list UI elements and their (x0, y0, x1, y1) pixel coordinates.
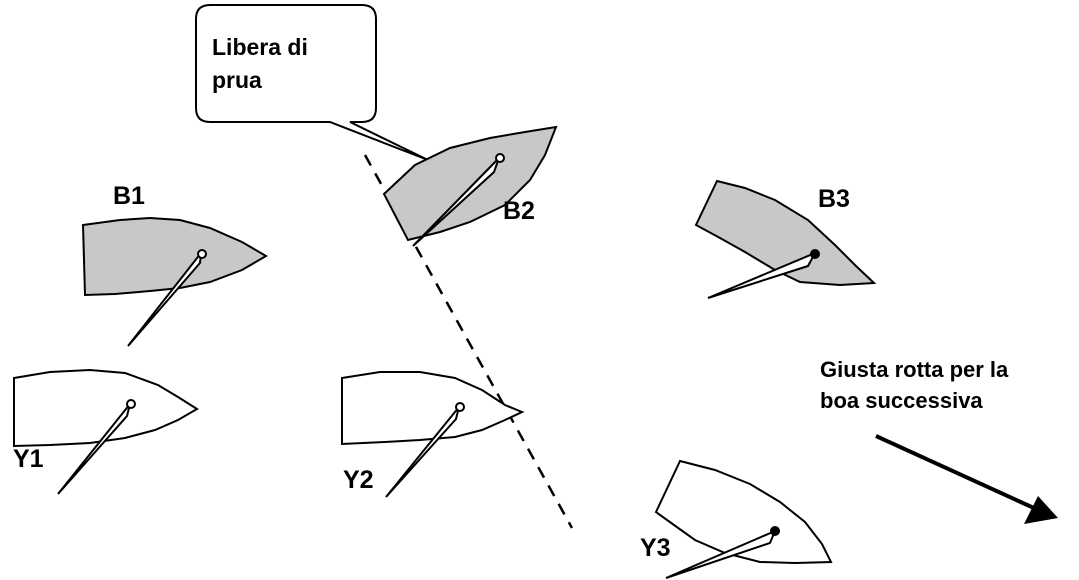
boat-b2-label: B2 (503, 197, 535, 225)
boat-y2-label: Y2 (343, 466, 374, 494)
course-arrow-head-icon (1024, 496, 1058, 524)
boat-b1: B1 (81, 182, 268, 347)
boat-b1-mast (197, 249, 207, 259)
boat-y1-hull (13, 368, 199, 448)
course-label-line-2: boa successiva (820, 388, 983, 413)
boat-y3-sail (665, 529, 777, 579)
boat-b3-mast (810, 249, 820, 259)
boat-y3-mast (770, 526, 780, 536)
boat-b1-hull (81, 216, 268, 297)
boat-b3-sail (707, 250, 818, 299)
boat-b1-label: B1 (113, 182, 145, 210)
callout-bubble: Libera di prua (195, 4, 429, 161)
boat-b3-hull (694, 179, 877, 287)
callout-text-line-1: Libera di (212, 34, 308, 60)
boat-y2-mast (455, 402, 465, 412)
boat-b3: B3 (694, 179, 877, 299)
course-arrow-shaft (875, 434, 1037, 511)
boat-y2-hull (341, 371, 525, 446)
boat-y3-label: Y3 (640, 534, 671, 562)
boat-y2-sail (385, 406, 460, 498)
boat-b2-sail (412, 157, 500, 247)
course-label-line-1: Giusta rotta per la (820, 357, 1009, 382)
callout-text-line-2: prua (212, 67, 262, 93)
boat-y3: Y3 (640, 459, 833, 579)
callout-shape (195, 4, 429, 161)
boat-y3-hull (654, 459, 833, 565)
boat-b2-hull (382, 125, 558, 242)
boat-y1-sail (57, 403, 131, 495)
boat-b3-label: B3 (818, 185, 850, 213)
boat-y1: Y1 (13, 368, 199, 495)
boat-b2: B2 (382, 125, 558, 247)
boat-y1-label: Y1 (13, 445, 44, 473)
boat-b2-mast (495, 153, 505, 163)
boat-y1-mast (126, 399, 136, 409)
course-indicator: Giusta rotta per la boa successiva (820, 357, 1058, 524)
boat-y2: Y2 (341, 371, 525, 498)
